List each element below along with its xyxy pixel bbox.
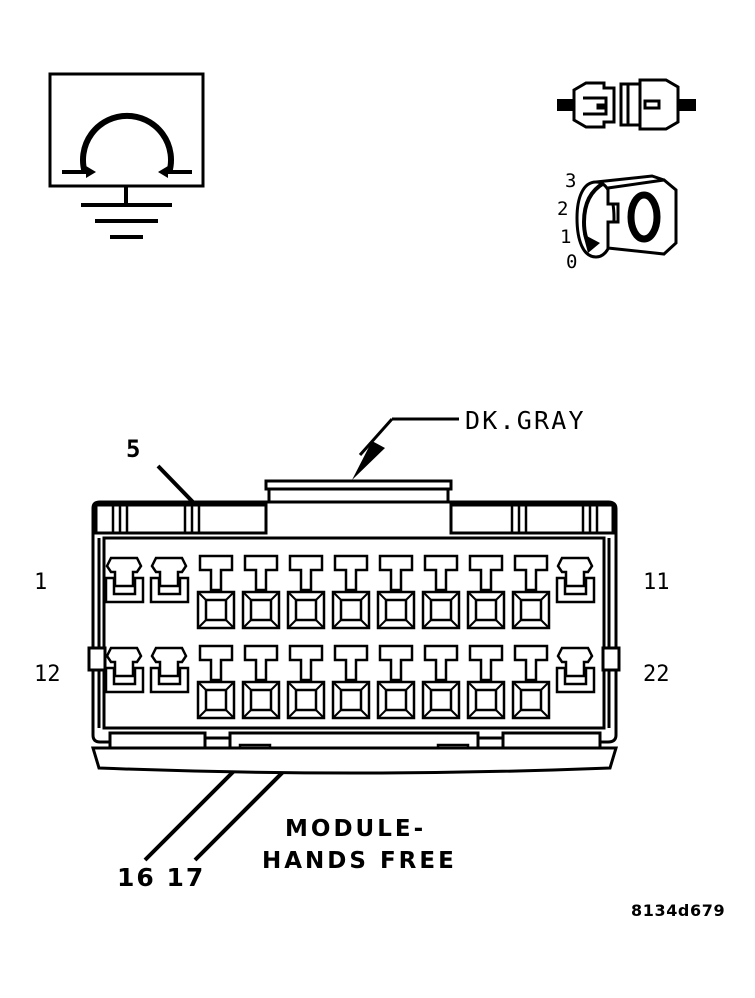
cavity-row-bottom xyxy=(104,644,596,720)
pins-16-17-label: 16 17 xyxy=(117,863,206,892)
switch-position-1: 1 xyxy=(560,226,572,248)
rotary-switch-symbol xyxy=(575,174,678,259)
terminal-clip xyxy=(555,646,596,694)
cavity xyxy=(241,554,281,630)
terminal-clip xyxy=(104,646,145,694)
cavity xyxy=(196,554,236,630)
connector-title-line-1: MODULE- xyxy=(285,816,427,842)
cavity xyxy=(331,644,371,720)
cavity xyxy=(466,644,506,720)
switch-position-3: 3 xyxy=(565,170,577,192)
cavity xyxy=(241,644,281,720)
cavity xyxy=(376,644,416,720)
cavity xyxy=(286,644,326,720)
wire-color-label: DK.GRAY xyxy=(465,406,586,435)
ohmmeter-ground-symbol xyxy=(48,72,205,239)
cavity xyxy=(196,644,236,720)
cavity-row-top xyxy=(104,554,596,630)
connector-title-line-2: HANDS FREE xyxy=(262,848,457,874)
cavity xyxy=(511,644,551,720)
cavity xyxy=(421,644,461,720)
cavity xyxy=(376,554,416,630)
connector-base-flange xyxy=(90,731,619,775)
cavity xyxy=(421,554,461,630)
dkgray-leader-line xyxy=(352,417,459,480)
drawing-reference-number: 8134d679 xyxy=(631,901,726,920)
cavity xyxy=(331,554,371,630)
cavity xyxy=(286,554,326,630)
pin-number-top-left: 1 xyxy=(34,570,48,595)
connector-disconnect-symbol xyxy=(557,78,696,131)
cavity xyxy=(466,554,506,630)
switch-position-2: 2 xyxy=(557,198,569,220)
connector-housing xyxy=(87,479,621,775)
pin-5-label: 5 xyxy=(126,435,141,463)
switch-position-0: 0 xyxy=(566,251,578,273)
pin-number-bottom-right: 22 xyxy=(643,662,670,687)
terminal-clip xyxy=(104,556,145,604)
pin-number-bottom-left: 12 xyxy=(34,662,61,687)
pin-number-top-right: 11 xyxy=(643,570,670,595)
terminal-clip xyxy=(555,556,596,604)
terminal-clip xyxy=(149,646,190,694)
cavity xyxy=(511,554,551,630)
terminal-clip xyxy=(149,556,190,604)
